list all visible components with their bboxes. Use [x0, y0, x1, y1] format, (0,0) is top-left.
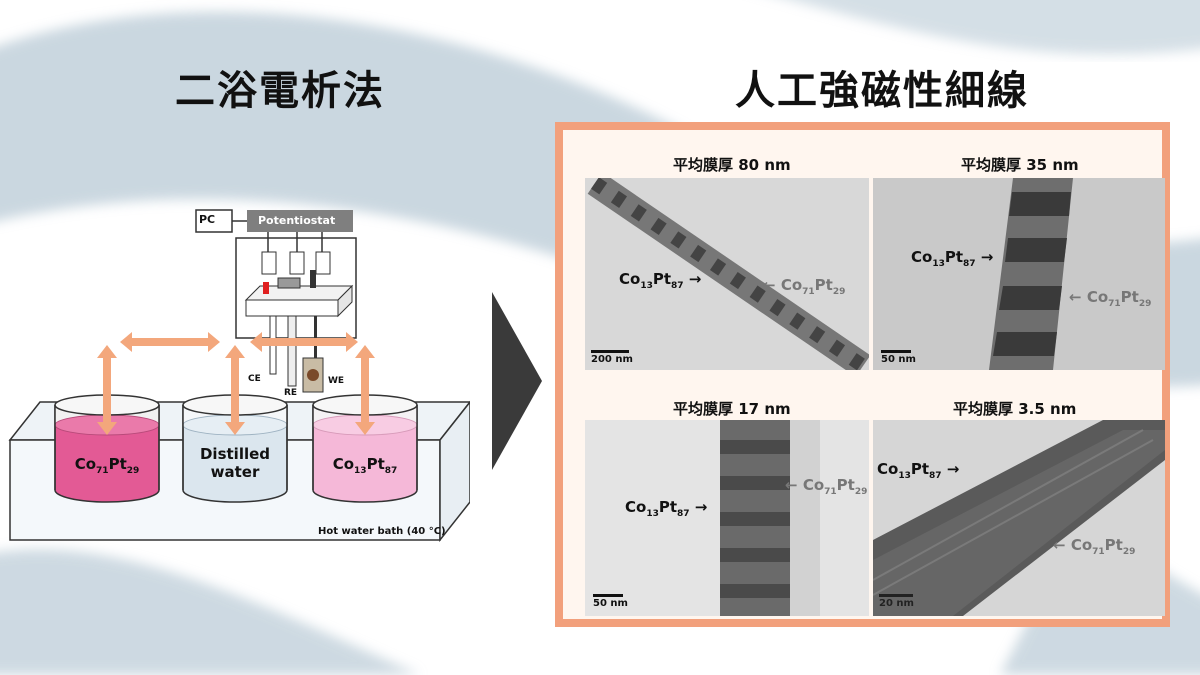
label-co13pt87: Co13Pt87 → [619, 270, 702, 291]
beaker-co13pt87-label: Co13Pt87 [332, 455, 398, 476]
hot-water-bath-label: Hot water bath (40 °C) [318, 526, 446, 537]
label-co13pt87: Co13Pt87 → [625, 498, 708, 519]
caption-17nm: 平均膜厚 17 nm [673, 400, 791, 418]
label-co71pt29: ← Co71Pt29 [1069, 288, 1152, 309]
caption-3-5nm: 平均膜厚 3.5 nm [953, 400, 1077, 418]
tem-image-35nm: Co13Pt87 → ← Co71Pt29 50 nm [873, 178, 1165, 370]
label-co71pt29: ← Co71Pt29 [763, 276, 846, 297]
label-co13pt87: Co13Pt87 → [877, 460, 960, 481]
tem-image-3-5nm: Co13Pt87 → ← Co71Pt29 20 nm [873, 420, 1165, 616]
scale-bar-50nm: 50 nm [593, 594, 628, 609]
electrodeposition-diagram: PC Potentiostat CE RE WE Co71Pt29 Distil… [0, 190, 472, 550]
label-co13pt87: Co13Pt87 → [911, 248, 994, 269]
caption-80nm: 平均膜厚 80 nm [673, 156, 791, 174]
ce-label: CE [248, 374, 261, 384]
tem-image-panel: 平均膜厚 80 nm 平均膜厚 35 nm 平均膜厚 17 nm 平均膜厚 3.… [555, 122, 1170, 627]
tem-image-17nm: Co13Pt87 → ← Co71Pt29 50 nm [585, 420, 869, 616]
pc-label: PC [199, 213, 216, 226]
potentiostat-label: Potentiostat [258, 214, 336, 227]
label-co71pt29: ← Co71Pt29 [785, 476, 868, 497]
we-label: WE [328, 376, 345, 386]
title-two-bath-electrodeposition: 二浴電析法 [175, 68, 385, 114]
beaker-co71pt29-label: Co71Pt29 [74, 455, 140, 476]
tem-image-80nm: Co13Pt87 → ← Co71Pt29 200 nm [585, 178, 869, 370]
right-arrow-icon [492, 292, 542, 470]
apparatus-drawing [8, 209, 472, 543]
scale-bar-50nm: 50 nm [881, 350, 916, 365]
re-label: RE [284, 388, 298, 398]
title-artificial-ferromagnetic-wire: 人工強磁性細線 [735, 68, 1029, 114]
caption-35nm: 平均膜厚 35 nm [961, 156, 1079, 174]
scale-bar-20nm: 20 nm [879, 594, 914, 609]
scale-bar-200nm: 200 nm [591, 350, 633, 365]
label-co71pt29: ← Co71Pt29 [1053, 536, 1136, 557]
